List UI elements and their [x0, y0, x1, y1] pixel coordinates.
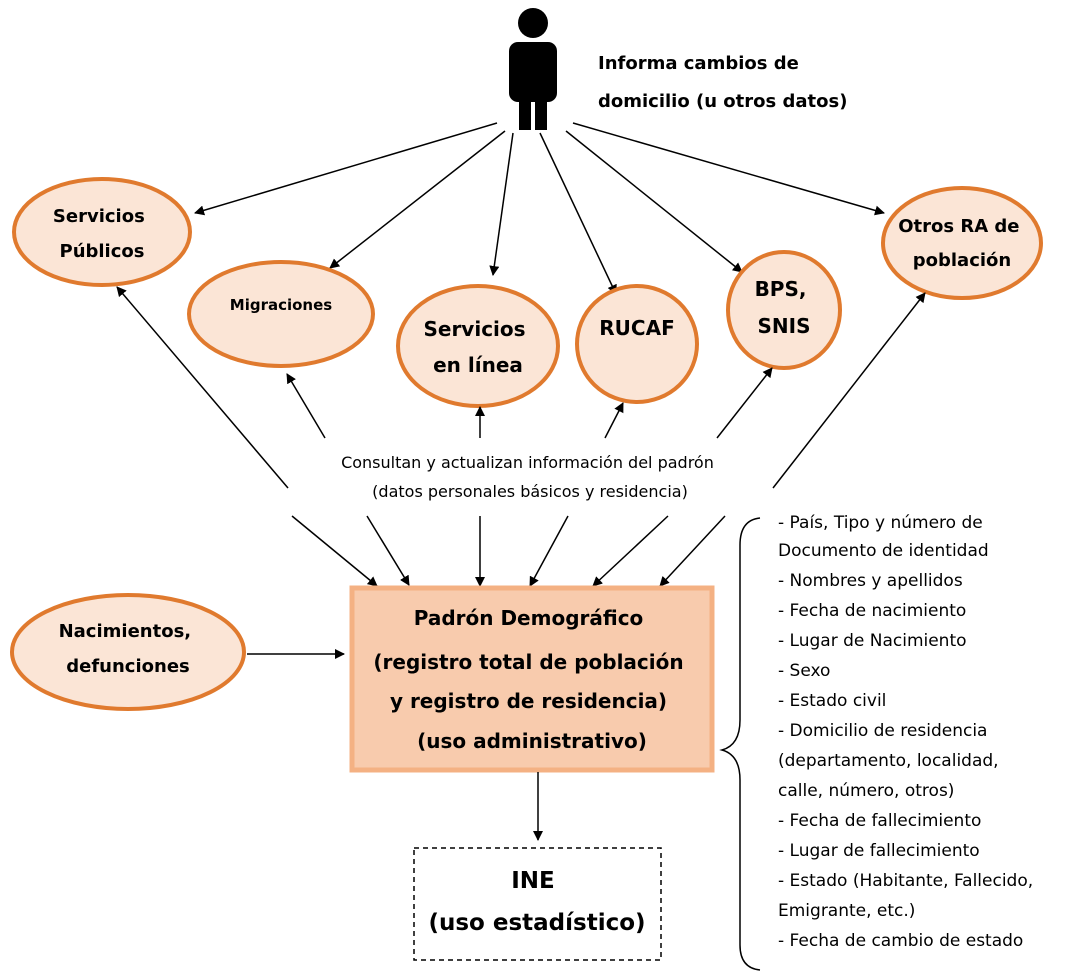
person-icon [509, 8, 557, 130]
person-arrows [194, 122, 885, 295]
svg-text:Nacimientos, defunciones: Nacimientos, defunciones [59, 621, 198, 677]
person-label: Informa cambios de domicilio (u otros da… [598, 53, 847, 112]
curly-brace [719, 517, 761, 971]
node-servicios-linea: Servicios en línea [396, 284, 560, 408]
consult-down-arrows [291, 515, 726, 587]
node-migraciones: Migraciones [187, 260, 375, 368]
padron-box: Padrón Demográfico (registro total de po… [349, 585, 715, 773]
svg-text:Migraciones: Migraciones [230, 296, 333, 314]
field-list: - País, Tipo y número de Documento de id… [778, 513, 1039, 951]
node-nacimientos: Nacimientos, defunciones [10, 593, 246, 711]
ine-box: INE (uso estadístico) [413, 847, 662, 961]
svg-text:Padrón Demográfico (regi: Padrón Demográfico (registro total de po… [373, 606, 690, 753]
svg-text:Servicios Públicos: Servicios Públicos [53, 206, 151, 262]
svg-text:Servicios en línea: Servicios en línea [423, 317, 532, 377]
consult-up-arrows [116, 286, 926, 489]
node-otros-ra: Otros RA de población [881, 186, 1043, 300]
svg-text:INE (uso estadístico): INE (uso estadístico) [428, 868, 645, 936]
node-bps-snis: BPS, SNIS [726, 250, 842, 370]
node-rucaf: RUCAF [575, 284, 699, 404]
node-servicios-publicos: Servicios Públicos [12, 177, 192, 287]
svg-text:BPS, SNIS: BPS, SNIS [755, 277, 814, 338]
consult-label: Consultan y actualizan información del p… [341, 453, 719, 501]
svg-text:Otros RA de población: Otros RA de población [898, 216, 1026, 271]
svg-text:RUCAF: RUCAF [599, 316, 674, 340]
